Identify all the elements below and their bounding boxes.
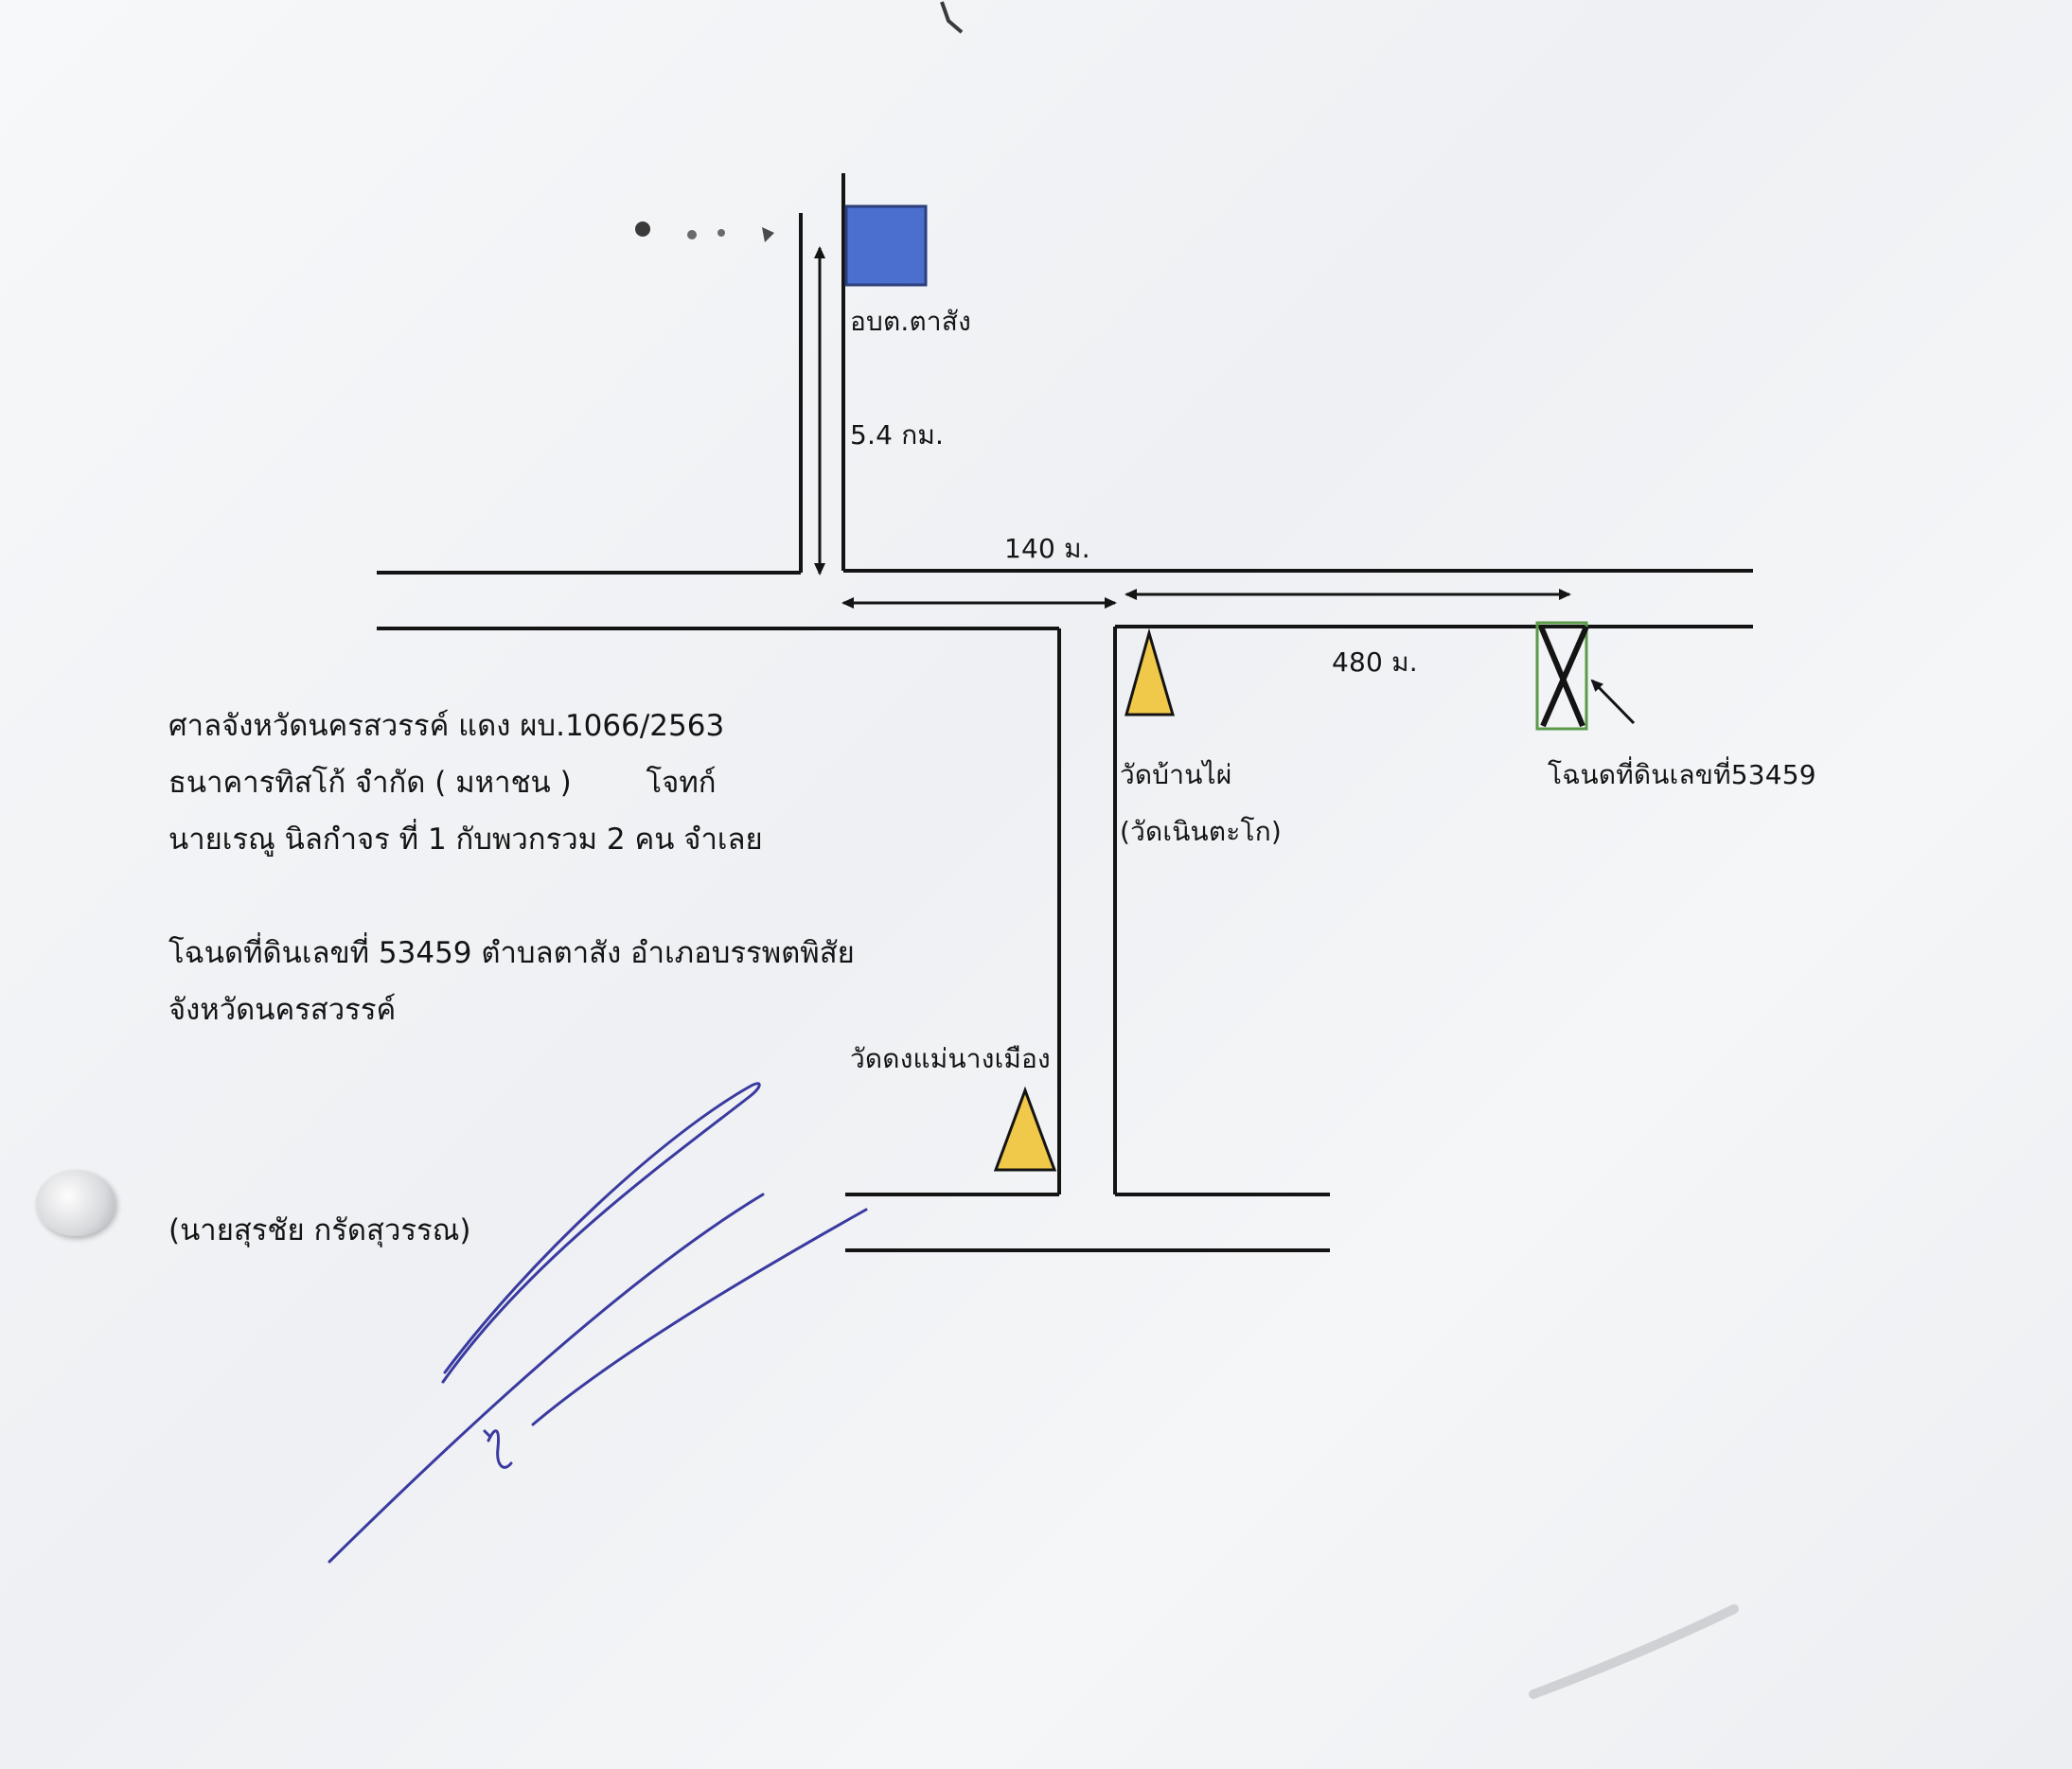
plot-distance-label: 480 ม. [1332, 646, 1418, 678]
plot-label: โฉนดที่ดินเลขที่53459 [1548, 759, 1816, 790]
temple-ban-phai-alt-label: (วัดเนินตะโก) [1120, 816, 1283, 847]
caption-line: จังหวัดนครสวรรค์ [168, 993, 397, 1027]
smudge-mark [1529, 1604, 1739, 1699]
ink-dot [635, 221, 650, 237]
signature-mark [328, 1082, 868, 1564]
junction-gap-distance-label: 140 ม. [1004, 533, 1090, 564]
temple-triangle-icon [993, 1086, 1057, 1172]
ink-dot [762, 227, 774, 242]
ink-mark [940, 1, 964, 34]
temple-ban-phai-label: วัดบ้านไผ่ [1120, 759, 1232, 790]
temple-dong-mae-nang-mueang-label: วัดดงแม่นางเมือง [850, 1043, 1051, 1074]
signatory-name: (นายสุรชัย กรัดสุวรรณ) [168, 1213, 471, 1247]
north-road-distance-label: 5.4 กม. [850, 419, 945, 451]
caption-line: โฉนดที่ดินเลขที่ 53459 ตำบลตาสัง อำเภอบร… [168, 936, 855, 970]
case-caption: ศาลจังหวัดนครสวรรค์ แดง ผบ.1066/2563 ธนา… [168, 698, 855, 1038]
caption-line: ศาลจังหวัดนครสวรรค์ แดง ผบ.1066/2563 [168, 709, 725, 743]
temple-triangle-icon [1125, 628, 1175, 716]
ink-dot [687, 230, 697, 239]
caption-line: นายเรณู นิลกำจร ที่ 1 กับพวกรวม 2 คน จำเ… [168, 823, 763, 857]
plot-cross-line [1540, 625, 1589, 728]
ink-dot [717, 229, 725, 237]
plot-pointer-arrow [1590, 679, 1636, 725]
caption-line: ธนาคารทิสโก้ จำกัด ( มหาชน ) โจทก์ [168, 766, 717, 800]
office-label: อบต.ตาสัง [850, 306, 971, 337]
office-square-icon [844, 204, 928, 287]
plot-box-icon [1535, 621, 1588, 731]
punch-hole [36, 1170, 115, 1236]
